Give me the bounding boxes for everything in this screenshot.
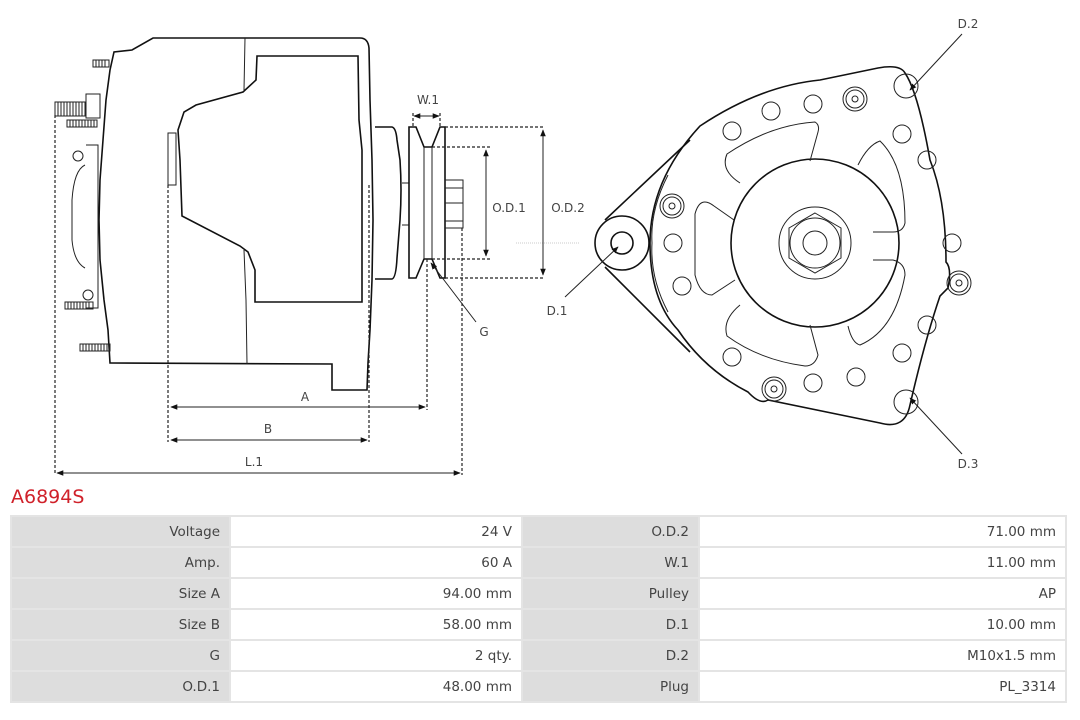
housing-outline xyxy=(98,37,374,391)
table-row: Size B 58.00 mm D.1 10.00 mm xyxy=(12,610,1065,639)
stator-window xyxy=(177,55,363,303)
spec-value: 10.00 mm xyxy=(700,610,1065,639)
label-od2: O.D.2 xyxy=(551,201,584,215)
screw-icons xyxy=(659,86,972,402)
spec-value: M10x1.5 mm xyxy=(700,641,1065,670)
spec-value: 71.00 mm xyxy=(700,517,1065,546)
spec-value: 48.00 mm xyxy=(231,672,521,701)
side-view: W.1 O.D.1 O.D.2 G A B L.1 xyxy=(54,37,585,476)
label-l1: L.1 xyxy=(245,455,263,469)
pulley xyxy=(408,126,464,279)
spec-value: 24 V xyxy=(231,517,521,546)
label-g: G xyxy=(479,325,488,339)
spec-label: W.1 xyxy=(523,548,698,577)
label-w1: W.1 xyxy=(417,93,439,107)
label-b: B xyxy=(264,422,272,436)
spec-value: PL_3314 xyxy=(700,672,1065,701)
label-d3: D.3 xyxy=(958,457,979,471)
spec-label: G xyxy=(12,641,229,670)
spec-label: O.D.2 xyxy=(523,517,698,546)
spec-value: 11.00 mm xyxy=(700,548,1065,577)
spec-value: 2 qty. xyxy=(231,641,521,670)
threaded-bolt-icons xyxy=(54,59,111,352)
spec-value: AP xyxy=(700,579,1065,608)
spec-label: Size B xyxy=(12,610,229,639)
spec-label: Size A xyxy=(12,579,229,608)
spec-label: Pulley xyxy=(523,579,698,608)
spec-value: 94.00 mm xyxy=(231,579,521,608)
table-row: G 2 qty. D.2 M10x1.5 mm xyxy=(12,641,1065,670)
vent-holes xyxy=(663,94,962,393)
spec-label: Voltage xyxy=(12,517,229,546)
front-view: D.1 D.2 D.3 xyxy=(547,17,979,471)
spec-value: 60 A xyxy=(231,548,521,577)
table-row: Size A 94.00 mm Pulley AP xyxy=(12,579,1065,608)
spec-label: Amp. xyxy=(12,548,229,577)
spec-label: D.1 xyxy=(523,610,698,639)
label-d1: D.1 xyxy=(547,304,568,318)
table-row: O.D.1 48.00 mm Plug PL_3314 xyxy=(12,672,1065,701)
label-a: A xyxy=(301,390,310,404)
label-od1: O.D.1 xyxy=(492,201,525,215)
d3-hole xyxy=(893,389,919,415)
spec-label: O.D.1 xyxy=(12,672,229,701)
spec-value: 58.00 mm xyxy=(231,610,521,639)
alternator-technical-drawing: W.1 O.D.1 O.D.2 G A B L.1 xyxy=(54,17,979,476)
spec-label: Plug xyxy=(523,672,698,701)
product-code-title: A6894S xyxy=(11,486,85,508)
table-row: Voltage 24 V O.D.2 71.00 mm xyxy=(12,517,1065,546)
label-d2: D.2 xyxy=(958,17,979,31)
spec-label: D.2 xyxy=(523,641,698,670)
end-plate-outline xyxy=(649,66,951,426)
d2-hole xyxy=(893,73,919,99)
spec-table: Voltage 24 V O.D.2 71.00 mm Amp. 60 A W.… xyxy=(10,515,1067,703)
cooling-slots xyxy=(694,121,906,367)
table-row: Amp. 60 A W.1 11.00 mm xyxy=(12,548,1065,577)
